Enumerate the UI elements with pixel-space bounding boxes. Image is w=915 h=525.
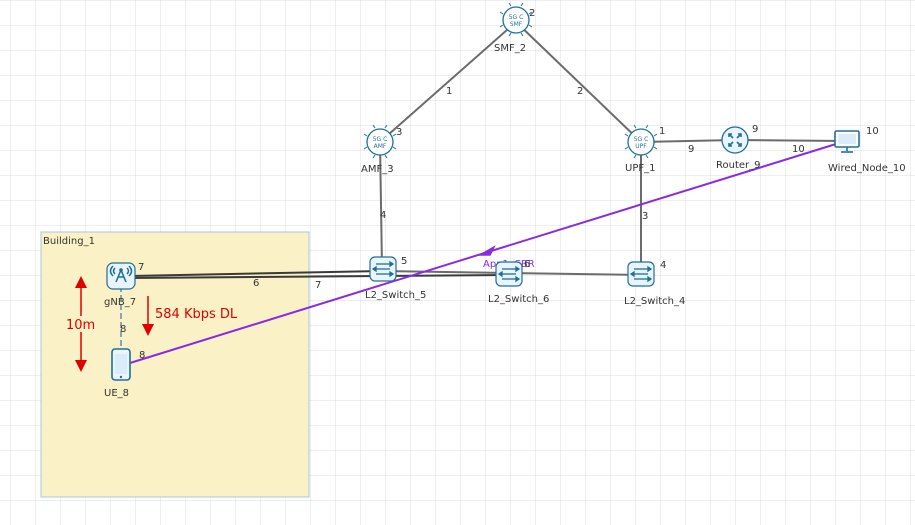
node-amf[interactable]: 5G C AMF 3 AMF_3 xyxy=(361,124,402,175)
link-label-upf-router: 9 xyxy=(688,144,694,155)
node-label-amf: AMF_3 xyxy=(361,164,394,175)
phone-icon xyxy=(111,348,131,381)
link-label-router-wired: 10 xyxy=(792,144,805,155)
link-amf-smf[interactable] xyxy=(379,21,517,143)
throughput-label: 584 Kbps DL xyxy=(155,307,238,322)
node-id-router: 9 xyxy=(752,124,758,135)
node-ue[interactable]: 8 UE_8 xyxy=(104,348,145,399)
node-smf[interactable]: 5G C SMF 2 SMF_2 xyxy=(494,2,535,54)
node-id-upf: 1 xyxy=(659,126,665,137)
link-amf-sw5[interactable] xyxy=(379,141,383,269)
switch-icon xyxy=(369,256,397,282)
node-label-switch-4: L2_Switch_4 xyxy=(624,296,685,307)
link-label-upf-sw4: 3 xyxy=(642,211,648,222)
5gc-upf-icon: 5G C UPF xyxy=(624,124,658,159)
node-id-wired: 10 xyxy=(866,126,879,137)
distance-label: 10m xyxy=(66,318,95,333)
link-router-wired[interactable] xyxy=(734,139,847,142)
amf-icon-text-1: 5G C xyxy=(373,136,388,143)
node-upf[interactable]: 5G C UPF 1 UPF_1 xyxy=(624,124,665,174)
monitor-icon xyxy=(834,130,860,153)
node-label-wired: Wired_Node_10 xyxy=(828,163,906,174)
link-gnb-sw5-a[interactable] xyxy=(129,270,383,277)
node-label-upf: UPF_1 xyxy=(625,163,655,174)
node-id-switch-4: 4 xyxy=(660,260,666,271)
distance-label-bg xyxy=(62,316,100,332)
node-id-switch-6: 6 xyxy=(524,259,530,270)
link-label-gnb-sw5-b: 7 xyxy=(315,280,321,291)
switch-icon xyxy=(627,261,655,287)
smf-icon-text-2: SMF xyxy=(510,21,523,28)
switch-icon xyxy=(495,261,523,287)
amf-icon-text-2: AMF xyxy=(374,143,387,150)
router-icon xyxy=(721,126,749,154)
link-label-smf-upf: 2 xyxy=(577,86,583,97)
node-router[interactable]: 9 Router_9 xyxy=(716,124,761,171)
node-switch-5[interactable]: 5 L2_Switch_5 xyxy=(365,256,426,301)
node-switch-4[interactable]: 4 L2_Switch_4 xyxy=(624,260,685,307)
node-id-gnb: 7 xyxy=(138,262,144,273)
node-id-amf: 3 xyxy=(396,127,402,138)
flow-arrow-icon xyxy=(477,245,496,256)
link-label-amf-smf: 1 xyxy=(446,86,452,97)
node-label-smf: SMF_2 xyxy=(494,43,526,54)
upf-icon-text-2: UPF xyxy=(635,143,647,150)
upf-icon-text-1: 5G C xyxy=(634,136,649,143)
link-label-amf-sw5: 4 xyxy=(380,210,386,221)
building-label: Building_1 xyxy=(43,236,95,247)
link-labels: 1 2 3 4 6 7 9 10 8 xyxy=(120,86,805,335)
link-upf-router[interactable] xyxy=(640,139,736,143)
link-label-gnb-sw5-a: 6 xyxy=(253,278,259,289)
node-label-ue: UE_8 xyxy=(104,388,129,399)
5gc-smf-icon: 5G C SMF xyxy=(499,2,533,37)
annotations: 10m 584 Kbps DL xyxy=(62,276,238,372)
link-smf-upf[interactable] xyxy=(515,21,642,143)
node-label-gnb: gNB_7 xyxy=(104,297,136,308)
node-wired[interactable]: 10 Wired_Node_10 xyxy=(828,126,906,174)
node-label-switch-5: L2_Switch_5 xyxy=(365,290,426,301)
node-label-router: Router_9 xyxy=(716,160,761,171)
smf-icon-text-1: 5G C xyxy=(509,14,524,21)
node-id-smf: 2 xyxy=(529,8,535,19)
link-label-gnb-ue: 8 xyxy=(120,324,126,335)
node-switch-6[interactable]: 6 L2_Switch_6 xyxy=(488,259,549,305)
node-id-ue: 8 xyxy=(139,350,145,361)
5gc-amf-icon: 5G C AMF xyxy=(363,124,397,159)
node-id-switch-5: 5 xyxy=(401,256,407,267)
gnb-tower-icon xyxy=(106,262,136,290)
node-gnb[interactable]: 7 gNB_7 xyxy=(104,262,144,308)
node-label-switch-6: L2_Switch_6 xyxy=(488,294,549,305)
link-gnb-sw6-b[interactable] xyxy=(129,274,509,279)
